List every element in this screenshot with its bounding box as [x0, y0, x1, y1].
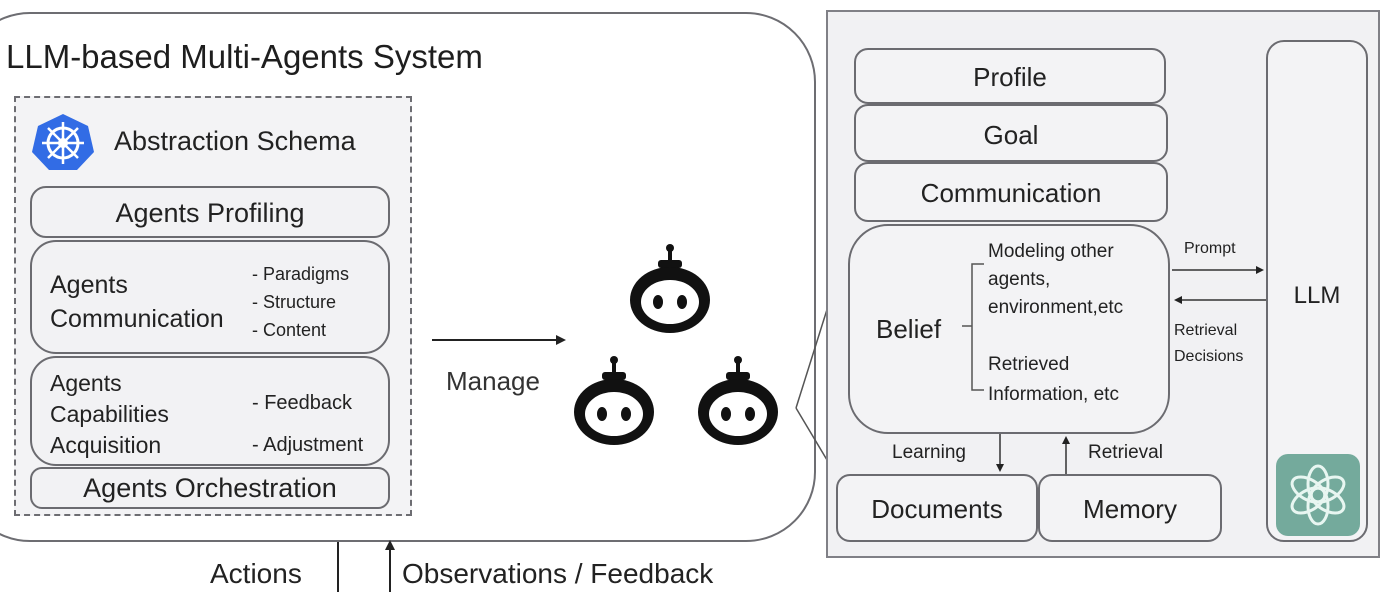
agents-communication-layer: Agents Communication - Paradigms - Struc…	[30, 240, 390, 354]
prompt-label: Prompt	[1184, 240, 1236, 257]
communication-box: Communication	[854, 162, 1168, 222]
goal-box: Goal	[854, 104, 1168, 162]
documents-label: Documents	[871, 494, 1003, 524]
label-line: Communication	[50, 305, 224, 333]
manage-arrow-icon	[432, 335, 566, 345]
list-item: - Feedback	[252, 392, 353, 414]
robot-icon	[630, 244, 710, 333]
text-line: Modeling other	[988, 241, 1114, 262]
belief-item-modeling: Modeling other agents, environment,etc	[988, 238, 1123, 322]
belief-label: Belief	[876, 314, 942, 344]
list-item: - Adjustment	[252, 434, 364, 456]
documents-box: Documents	[836, 474, 1038, 542]
environment-arrows	[337, 540, 395, 592]
communication-items: - Paradigms - Structure - Content	[252, 260, 349, 344]
kubernetes-helm-icon	[32, 114, 94, 170]
system-title: LLM-based Multi-Agents System	[6, 38, 483, 75]
agents-orchestration-layer: Agents Orchestration	[30, 467, 390, 509]
agents-orchestration-label: Agents Orchestration	[83, 473, 337, 503]
openai-icon	[1276, 454, 1360, 536]
observations-feedback-label: Observations / Feedback	[402, 558, 714, 589]
label-line: Agents	[50, 271, 128, 299]
agents-profiling-layer: Agents Profiling	[30, 186, 390, 238]
text-line: Retrieval	[1174, 322, 1238, 339]
profile-box: Profile	[854, 48, 1166, 104]
belief-item-retrieved: Retrieved Information, etc	[988, 350, 1119, 410]
text-line: Retrieved	[988, 354, 1070, 375]
llm-box: LLM	[1266, 40, 1368, 542]
learning-retrieval-arrows	[996, 434, 1070, 474]
label-line: Agents	[50, 370, 122, 396]
belief-box: Belief Modeling other agents, environmen…	[848, 224, 1170, 434]
text-line: Decisions	[1174, 348, 1244, 365]
actions-label: Actions	[210, 558, 302, 589]
capabilities-items: - Feedback - Adjustment	[252, 382, 363, 466]
memory-label: Memory	[1083, 494, 1177, 524]
label-line: Capabilities	[50, 401, 169, 427]
communication-label: Communication	[920, 178, 1102, 208]
memory-box: Memory	[1038, 474, 1222, 542]
agents-communication-label: Agents Communication	[50, 268, 224, 336]
zoom-callout-lines	[795, 300, 830, 466]
agents-profiling-label: Agents Profiling	[115, 198, 305, 228]
list-item: - Paradigms	[252, 264, 350, 284]
label-line: Acquisition	[50, 432, 162, 458]
robot-icon	[574, 356, 654, 445]
list-item: - Content	[252, 320, 327, 340]
bracket-icon	[962, 263, 984, 391]
agents-capabilities-label: Agents Capabilities Acquisition	[50, 368, 169, 461]
goal-label: Goal	[983, 120, 1039, 150]
llm-label: LLM	[1293, 282, 1341, 309]
abstraction-schema-title: Abstraction Schema	[114, 126, 356, 156]
robot-icon	[698, 356, 778, 445]
text-line: agents,	[988, 269, 1051, 290]
profile-label: Profile	[973, 62, 1047, 92]
text-line: Information, etc	[988, 384, 1119, 405]
agents-capabilities-layer: Agents Capabilities Acquisition - Feedba…	[30, 356, 390, 466]
prompt-decision-arrows	[1172, 266, 1266, 304]
manage-label: Manage	[446, 366, 540, 396]
learning-label: Learning	[892, 442, 966, 463]
retrieval-label: Retrieval	[1088, 442, 1163, 463]
retrieval-decisions-label: Retrieval Decisions	[1174, 318, 1243, 370]
list-item: - Structure	[252, 292, 337, 312]
text-line: environment,etc	[988, 297, 1124, 318]
